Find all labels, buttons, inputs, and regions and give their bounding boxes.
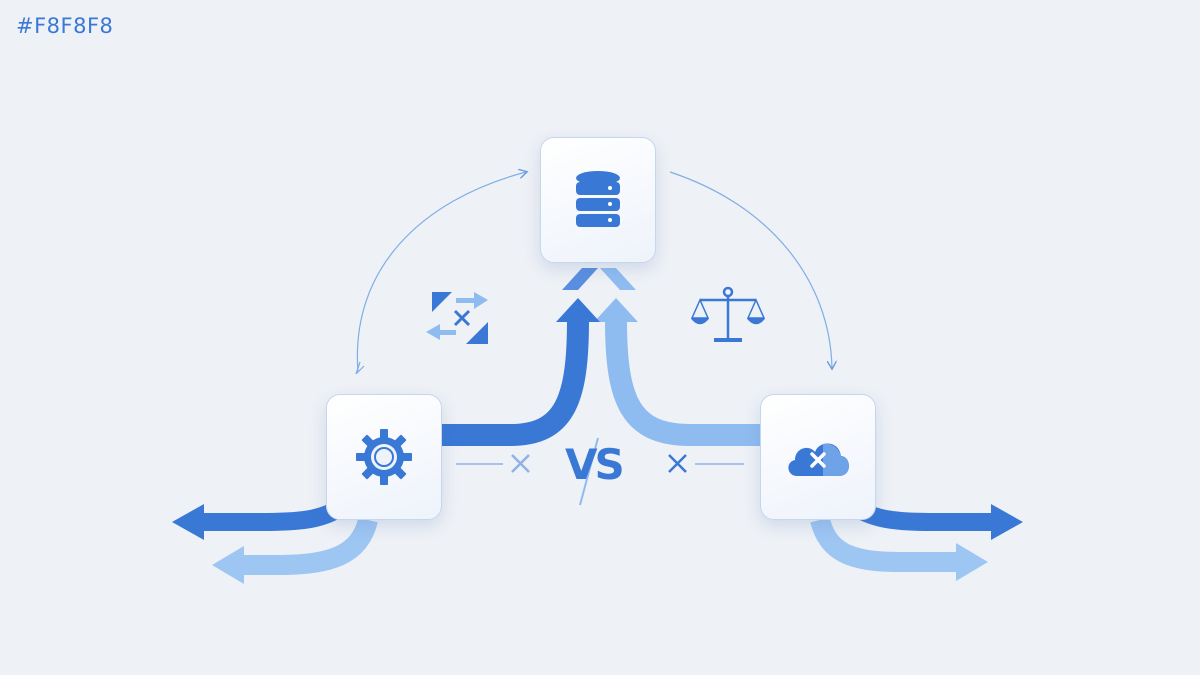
flow-right-out-light (810, 517, 960, 572)
swap-arrows-icon (426, 292, 488, 344)
settings-node[interactable] (326, 394, 442, 520)
flow-left-out-light (240, 517, 378, 575)
chevron-right (600, 268, 636, 290)
left-x-mark (511, 454, 530, 473)
balance-scale-icon (690, 286, 766, 342)
curve-left-connector-start (355, 361, 365, 375)
color-hex-label: #F8F8F8 (16, 14, 114, 38)
vs-label: VS (565, 440, 625, 489)
flow-right-out-light-head (956, 543, 988, 581)
flow-right-to-top-head (594, 298, 638, 322)
flow-right-out-dark-head (991, 504, 1023, 540)
cloud-error-node[interactable] (760, 394, 876, 520)
cloud-x-icon (788, 443, 849, 476)
database-icon (576, 171, 620, 227)
gear-icon (356, 429, 412, 485)
curve-left-connector (356, 172, 526, 373)
right-x-mark (668, 454, 687, 473)
vs-slash (579, 437, 599, 506)
flow-left-to-top (440, 319, 589, 446)
flow-left-out-light-head (212, 546, 244, 584)
flow-left-out-dark-head (172, 504, 204, 540)
database-node[interactable] (540, 137, 656, 263)
chevron-left (562, 268, 598, 290)
curve-right-connector (669, 171, 832, 368)
flow-left-out-dark (200, 500, 345, 531)
flow-right-to-top (605, 319, 760, 446)
flow-left-to-top-head (556, 298, 600, 322)
